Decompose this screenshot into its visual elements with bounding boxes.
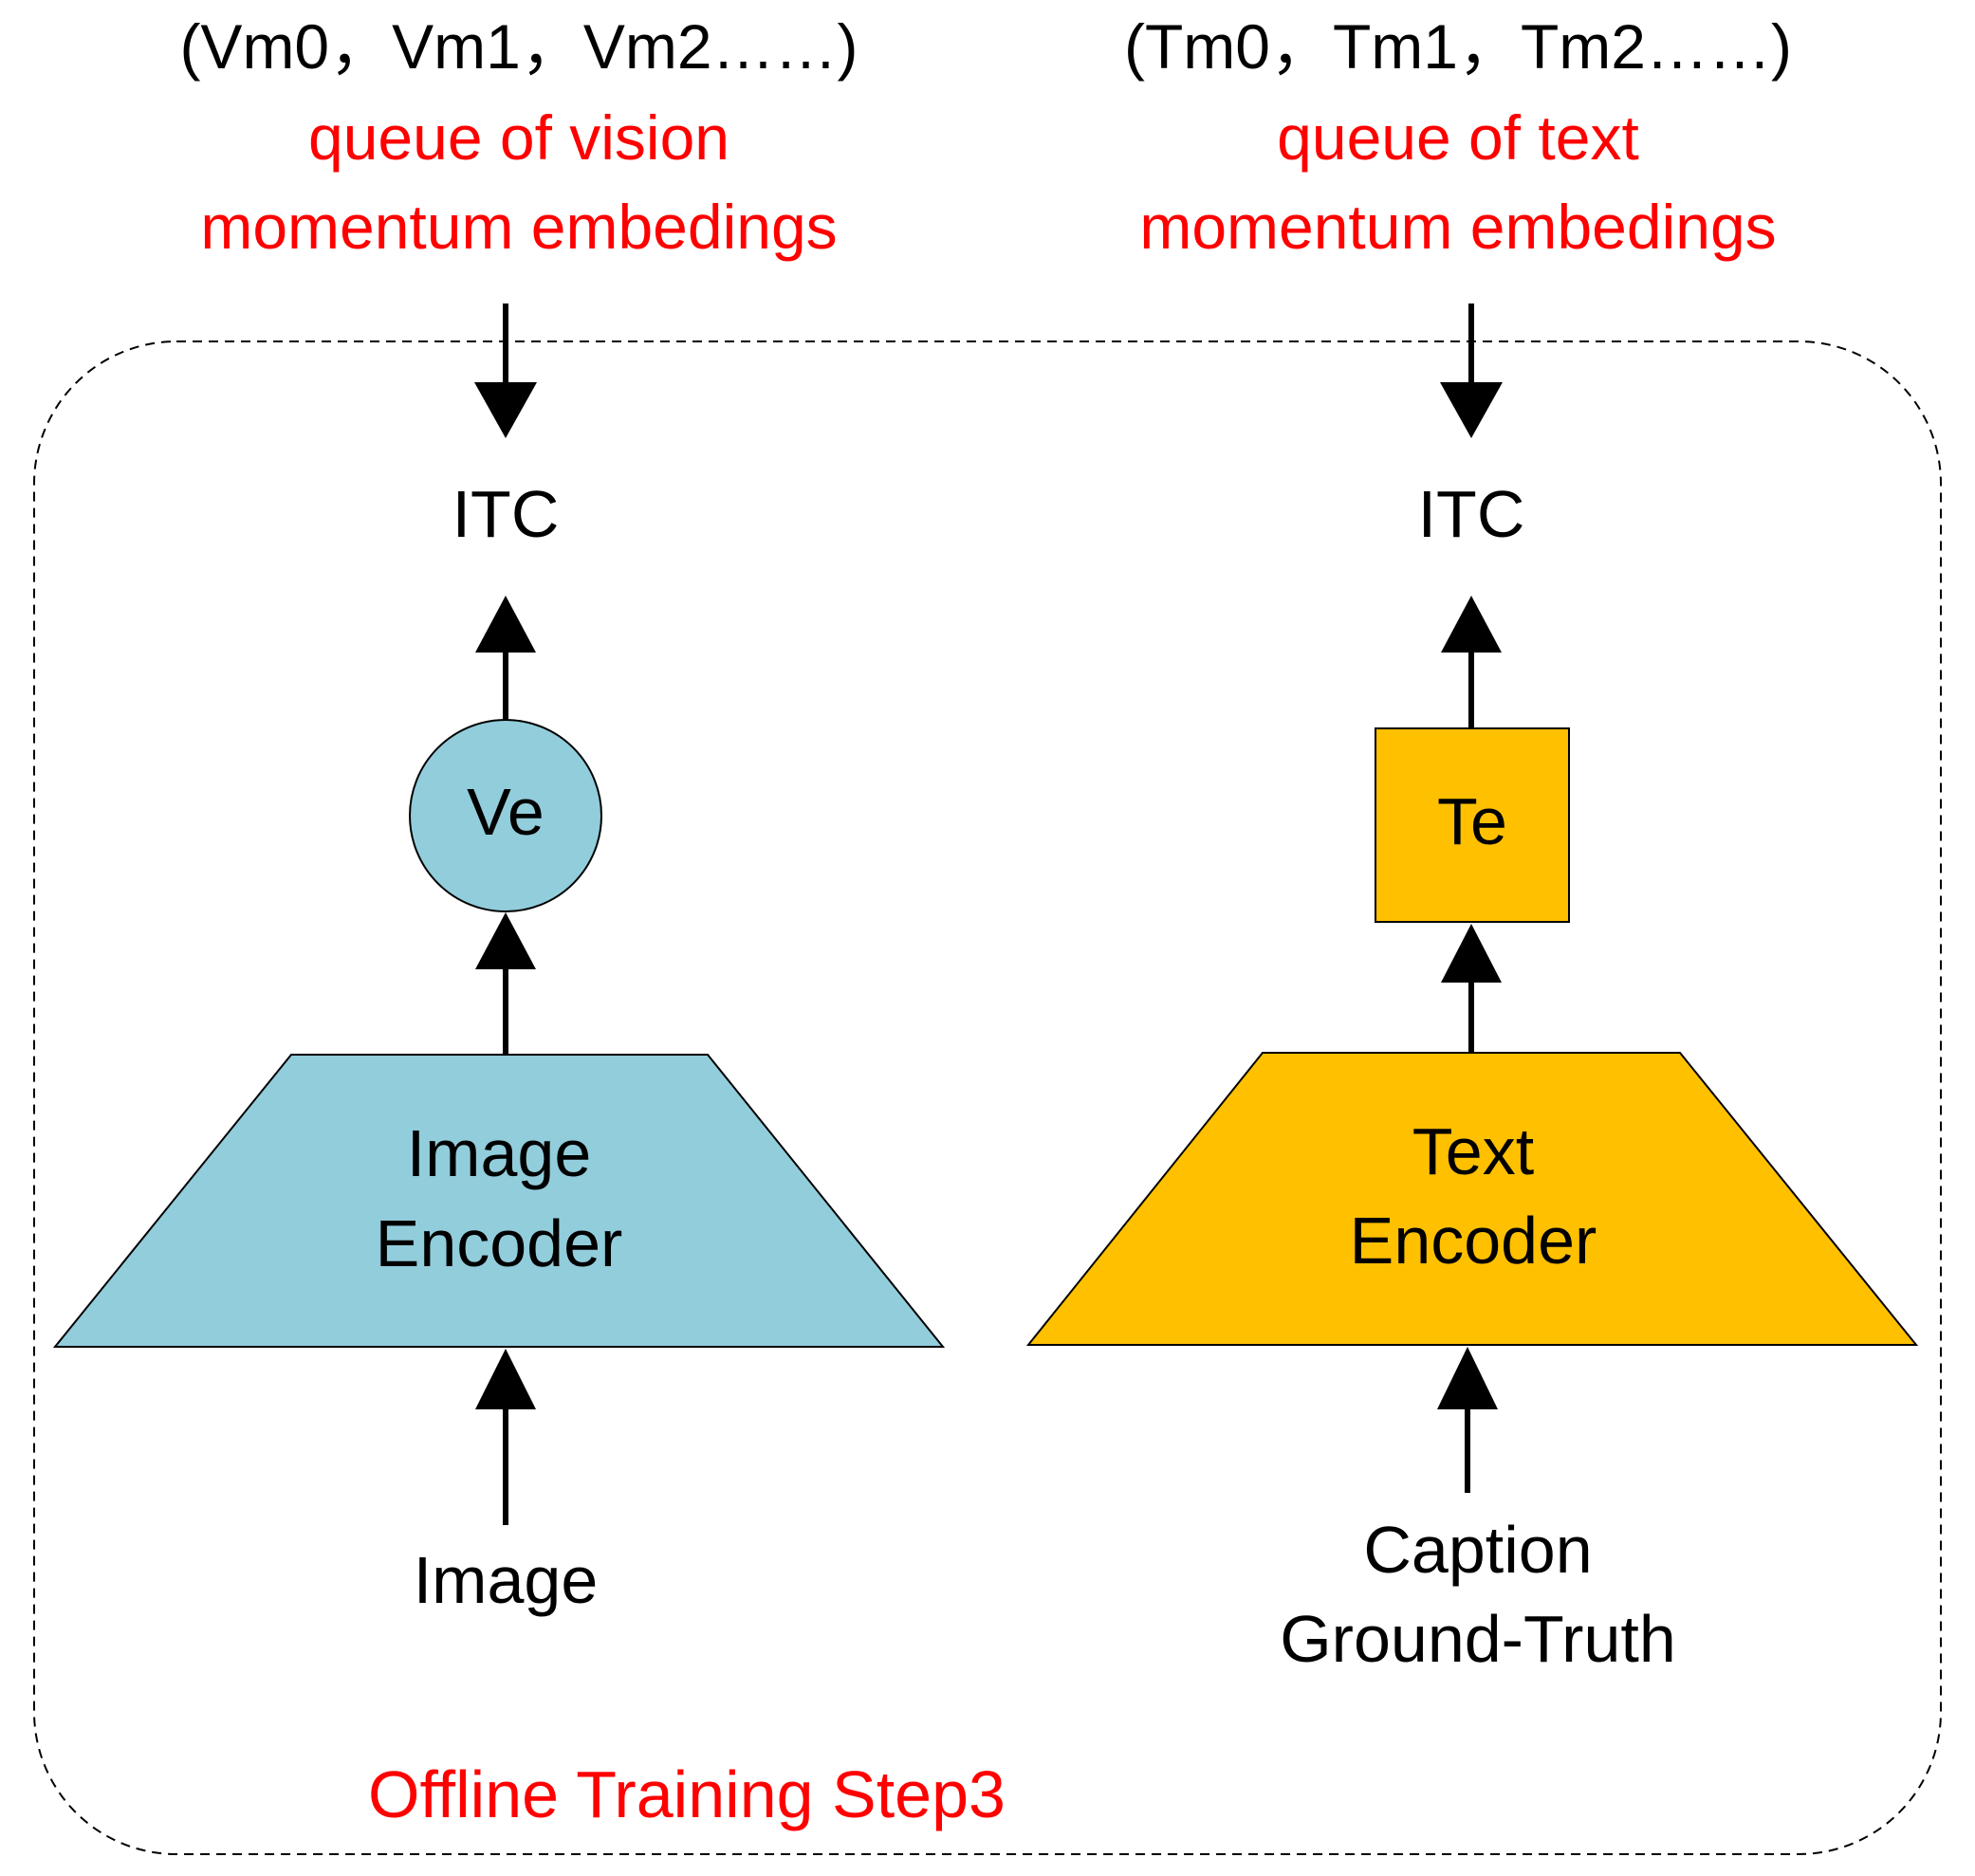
- arrow-text-encoder-to-te: [1441, 924, 1502, 1055]
- training-step-label: Offline Training Step3: [368, 1757, 1006, 1831]
- text-queue-caption-line2: momentum embedings: [1139, 192, 1776, 262]
- arrow-text-queue-to-itc: [1440, 303, 1503, 438]
- image-input-label: Image: [414, 1543, 599, 1617]
- text-embedding-label: Te: [1437, 784, 1507, 858]
- text-encoder-label-line2: Encoder: [1350, 1204, 1597, 1278]
- vision-queue-caption-line2: momentum embedings: [200, 192, 837, 262]
- right-itc-label: ITC: [1418, 477, 1525, 551]
- text-encoder-block: [1025, 1052, 1919, 1346]
- arrow-image-to-encoder: [475, 1349, 536, 1525]
- caption-input-label-line1: Caption: [1363, 1513, 1592, 1587]
- vision-queue-tuple: (Vm0，Vm1，Vm2……): [179, 11, 858, 82]
- image-encoder-block: [52, 1054, 946, 1348]
- arrow-image-encoder-to-ve: [475, 912, 536, 1055]
- vision-queue-caption-line1: queue of vision: [308, 102, 729, 173]
- arrow-caption-to-encoder: [1437, 1347, 1498, 1493]
- arrow-te-to-itc: [1441, 596, 1502, 728]
- vision-embedding-node: [409, 719, 602, 912]
- text-queue-tuple: (Tm0，Tm1，Tm2……): [1124, 11, 1792, 82]
- image-encoder-label-line2: Encoder: [376, 1206, 623, 1280]
- left-itc-label: ITC: [452, 477, 560, 551]
- arrow-ve-to-itc: [475, 596, 536, 721]
- text-encoder-label-line1: Text: [1412, 1114, 1534, 1188]
- text-embedding-node: [1375, 727, 1570, 923]
- training-step-boundary: [33, 340, 1942, 1855]
- vision-embedding-label: Ve: [467, 775, 545, 849]
- caption-input-label-line2: Ground-Truth: [1280, 1602, 1676, 1676]
- image-encoder-label-line1: Image: [407, 1116, 592, 1190]
- text-queue-caption-line1: queue of text: [1277, 102, 1639, 173]
- arrow-vision-queue-to-itc: [474, 303, 537, 438]
